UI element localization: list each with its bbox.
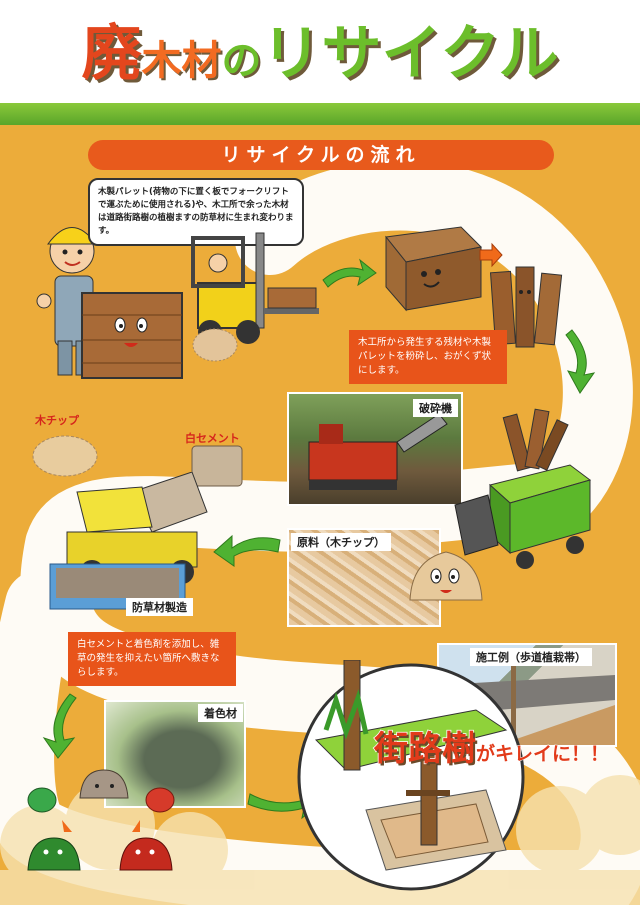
title-kanji-hai: 廃 (81, 18, 143, 90)
sawdust-character (409, 551, 483, 601)
street-tree-big: 街路樹 (373, 728, 477, 770)
title-kanji-mokuzai: 木材 (141, 38, 222, 84)
broken-planks-illustration (489, 266, 563, 348)
street-tree-small: がキレイに！！ (475, 743, 610, 766)
crush-process-note: 木工所から発生する残材や木製パレットを粉砕し、おがくず状にします。 (349, 330, 507, 384)
section-heading: リサイクルの流れ (88, 140, 554, 170)
manufacture-label: 防草材製造 (126, 598, 193, 616)
green-band (0, 103, 640, 125)
flow-arrow-3 (213, 534, 281, 567)
street-tree-planter (297, 660, 525, 891)
flow-arrow-2 (565, 329, 596, 394)
flow-arrow-4 (42, 693, 77, 759)
worker-speech-bubble: 木製パレット(荷物の下に置く板でフォークリフトで運ぶために使用される)や、木工所… (88, 178, 304, 246)
orange-arrow-1 (479, 242, 503, 268)
wood-chip-pile (32, 435, 98, 477)
wood-chip-label: 木チップ (35, 414, 79, 427)
white-cement-bag (191, 445, 243, 487)
title-recycle: リサイクル (261, 18, 560, 90)
colored-material-characters (27, 769, 175, 871)
pallet-3d-illustration (385, 226, 483, 312)
crusher-label: 破砕機 (413, 399, 458, 417)
raw-material-label: 原料（木チップ） (291, 533, 391, 551)
street-tree-headline: 街路樹がキレイに！！ (373, 721, 610, 770)
white-cement-label: 白セメント (185, 432, 240, 445)
title-no: の (221, 38, 262, 84)
flow-arrow-1 (322, 258, 377, 288)
colorant-label: 着色材 (198, 704, 243, 722)
wooden-pallet-character (81, 292, 183, 379)
crusher-machine-graphic (308, 413, 448, 490)
poster-title: 廃木材のリサイクル (0, 8, 640, 100)
sawdust-pile (192, 328, 238, 362)
green-crusher-illustration (454, 408, 592, 569)
mixer-machine-illustration (49, 472, 208, 610)
example-label: 施工例（歩道植栽帯） (470, 648, 592, 666)
mixing-process-note: 白セメントと着色剤を添加し、雑草の発生を抑えたい箇所へ敷きならします。 (68, 632, 236, 686)
